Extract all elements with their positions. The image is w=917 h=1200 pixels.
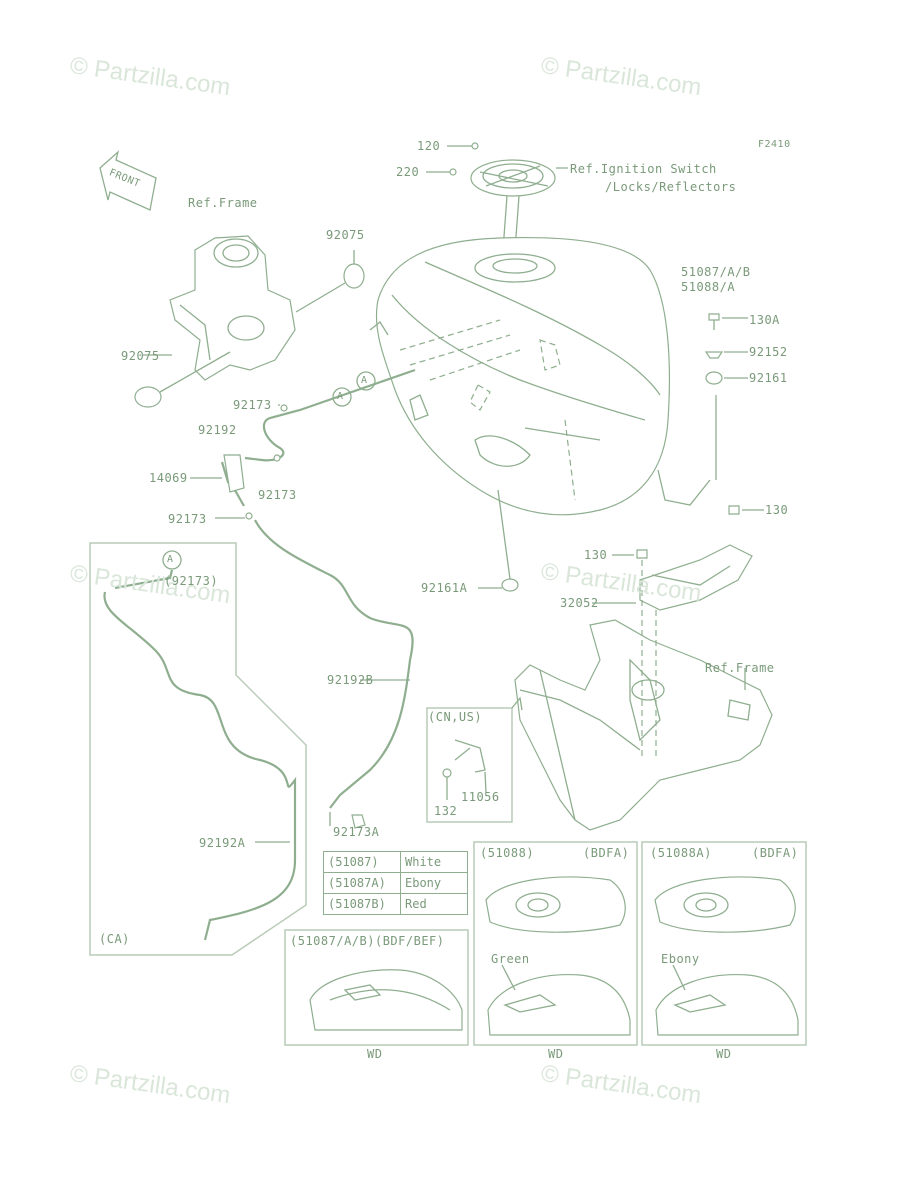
color-name-cell: Red	[400, 893, 468, 915]
color-code-cell: (51087B)	[323, 893, 401, 915]
part-label-92192[interactable]: 92192	[198, 423, 237, 437]
part-label-130A[interactable]: 130A	[749, 313, 780, 327]
part-label-92173-c[interactable]: 92173	[168, 512, 207, 526]
tank-variant-3-top-icon	[654, 876, 796, 933]
part-label-14069[interactable]: 14069	[149, 471, 188, 485]
part-label-92192A[interactable]: 92192A	[199, 836, 246, 850]
part-label-92161[interactable]: 92161	[749, 371, 788, 385]
part-label-92161A[interactable]: 92161A	[421, 581, 468, 595]
part-label-92075-b[interactable]: 92075	[121, 349, 160, 363]
marker-a-2	[356, 371, 376, 391]
part-label-130-b[interactable]: 130	[584, 548, 608, 562]
table-row: (51087A) Ebony	[323, 872, 468, 894]
cn-us-label: (CN,US)	[428, 710, 483, 724]
marker-a-2-label: A	[361, 375, 368, 386]
ref-ignition-switch-label[interactable]: Ref.Ignition Switch	[570, 162, 717, 176]
part-label-51088[interactable]: 51088/A	[681, 280, 736, 294]
color-code-cell: (51087A)	[323, 872, 401, 894]
ref-frame-bottom-label[interactable]: Ref.Frame	[705, 661, 775, 675]
part-label-51087[interactable]: 51087/A/B	[681, 265, 751, 279]
panel-1-footer: WD	[367, 1047, 383, 1061]
marker-a-3	[162, 550, 182, 570]
panel-2-footer: WD	[548, 1047, 564, 1061]
frame-part-icon	[169, 235, 296, 381]
color-name-cell: White	[400, 851, 468, 873]
part-label-92173-b[interactable]: 92173	[258, 488, 297, 502]
panel-1-title: (51087/A/B)(BDF/BEF)	[290, 934, 445, 948]
part-label-130-a[interactable]: 130	[765, 503, 789, 517]
panel-3-model: (BDFA)	[752, 846, 799, 860]
breather-hose-icon	[103, 368, 416, 941]
part-label-32052[interactable]: 32052	[560, 596, 599, 610]
tank-variant-2-top-icon	[485, 876, 626, 933]
marker-a-3-label: A	[167, 554, 174, 565]
clamp-92173A-icon	[351, 814, 366, 829]
front-arrow-icon	[99, 150, 157, 211]
fuel-cap-icon	[470, 159, 556, 251]
panel-2-color: Green	[491, 952, 530, 966]
marker-a-1	[332, 387, 352, 407]
bolt-220-icon	[449, 168, 457, 176]
part-label-92192B[interactable]: 92192B	[327, 673, 374, 687]
panel-3-title: (51088A)	[650, 846, 712, 860]
tank-variant-1-icon	[309, 969, 463, 1031]
fitting-14069-icon	[223, 454, 245, 493]
lower-frame-icon	[514, 619, 773, 831]
part-label-92173-a[interactable]: 92173	[233, 398, 272, 412]
color-name-cell: Ebony	[400, 872, 468, 894]
washer-92152-icon	[704, 351, 724, 359]
bolt-130-icon	[636, 549, 648, 559]
color-code-cell: (51087)	[323, 851, 401, 873]
bolt-120-icon	[471, 142, 479, 150]
ca-92173-ref-label: (92173)	[164, 574, 219, 588]
tank-variant-3-side-icon	[655, 973, 799, 1036]
rubber-damper-92075-icon	[134, 263, 365, 408]
part-label-11056[interactable]: 11056	[461, 790, 500, 804]
part-label-92173A[interactable]: 92173A	[333, 825, 380, 839]
panel-2-title: (51088)	[480, 846, 535, 860]
table-row: (51087B) Red	[323, 893, 468, 915]
part-label-92075-a[interactable]: 92075	[326, 228, 365, 242]
panel-2-model: (BDFA)	[583, 846, 630, 860]
damper-92161A-icon	[501, 578, 519, 592]
fuel-tank-icon	[369, 236, 711, 516]
diagram-code: F2410	[758, 139, 791, 150]
part-label-120[interactable]: 120	[417, 139, 441, 153]
table-row: (51087) White	[323, 851, 468, 873]
bracket-32052-icon	[639, 544, 753, 611]
ref-frame-top-label[interactable]: Ref.Frame	[188, 196, 258, 210]
damper-92161-icon	[705, 371, 723, 385]
color-code-table: (51087) White (51087A) Ebony (51087B) Re…	[323, 851, 468, 915]
bolt-130A-icon	[708, 313, 720, 330]
ca-label: (CA)	[99, 932, 130, 946]
tank-variant-2-side-icon	[487, 973, 631, 1036]
panel-3-footer: WD	[716, 1047, 732, 1061]
marker-a-1-label: A	[337, 391, 344, 402]
panel-3-color: Ebony	[661, 952, 700, 966]
part-label-132[interactable]: 132	[434, 804, 458, 818]
part-label-220[interactable]: 220	[396, 165, 420, 179]
part-label-92152[interactable]: 92152	[749, 345, 788, 359]
ref-locks-reflectors-label: /Locks/Reflectors	[605, 180, 737, 194]
